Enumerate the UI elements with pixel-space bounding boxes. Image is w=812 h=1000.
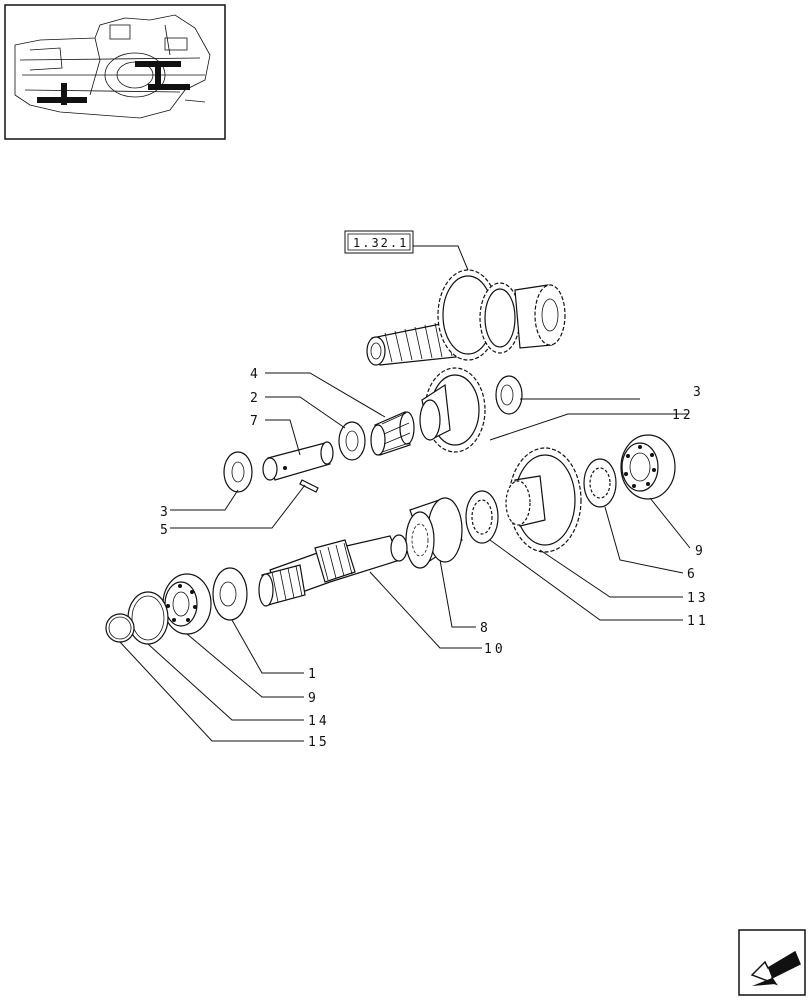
callout-6: 6 bbox=[687, 567, 698, 582]
bearing-9-right[interactable] bbox=[620, 434, 676, 500]
callout-1: 1 bbox=[308, 667, 319, 682]
snap-ring-14[interactable] bbox=[127, 591, 169, 645]
callout-7: 7 bbox=[250, 414, 261, 429]
callout-5: 5 bbox=[160, 523, 171, 538]
circlip-15[interactable] bbox=[105, 613, 135, 643]
roll-pin-5[interactable] bbox=[299, 479, 319, 493]
pin-shaft-7[interactable] bbox=[262, 441, 334, 481]
washer-3-left[interactable] bbox=[223, 451, 253, 493]
next-page-arrow-icon[interactable] bbox=[738, 929, 806, 996]
ring-11[interactable] bbox=[465, 490, 499, 544]
needle-bearing-4[interactable] bbox=[370, 411, 415, 456]
gear-13[interactable] bbox=[505, 447, 582, 553]
washer-3-right[interactable] bbox=[495, 375, 523, 415]
callout-3-left: 3 bbox=[160, 505, 171, 520]
washer-2[interactable] bbox=[338, 421, 366, 461]
callout-11: 11 bbox=[687, 614, 709, 629]
callout-13: 13 bbox=[687, 591, 709, 606]
leader-lines bbox=[119, 372, 691, 742]
reference-label: 1.32.1 bbox=[353, 236, 408, 250]
upper-gear-shaft bbox=[366, 269, 566, 366]
callout-9-right: 9 bbox=[695, 544, 706, 559]
splined-ring-6[interactable] bbox=[583, 458, 617, 508]
sleeve-8[interactable] bbox=[405, 497, 463, 569]
reference-box[interactable]: 1.32.1 bbox=[344, 230, 471, 276]
callout-8: 8 bbox=[480, 621, 491, 636]
callout-14: 14 bbox=[308, 714, 330, 729]
callout-15: 15 bbox=[308, 735, 330, 750]
washer-1[interactable] bbox=[212, 567, 248, 621]
callout-labels: 4 2 7 3 5 3 12 9 6 13 11 8 10 1 9 14 15 bbox=[160, 367, 709, 750]
transmission-overview-icon[interactable] bbox=[4, 4, 226, 140]
gear-12[interactable] bbox=[419, 367, 486, 453]
callout-10: 10 bbox=[484, 642, 506, 657]
callout-4: 4 bbox=[250, 367, 261, 382]
bearing-9-left[interactable] bbox=[162, 573, 212, 635]
main-shaft-10[interactable] bbox=[258, 534, 408, 607]
callout-12: 12 bbox=[672, 408, 694, 423]
callout-9-left: 9 bbox=[308, 691, 319, 706]
callout-2: 2 bbox=[250, 391, 261, 406]
callout-3-right: 3 bbox=[693, 385, 704, 400]
